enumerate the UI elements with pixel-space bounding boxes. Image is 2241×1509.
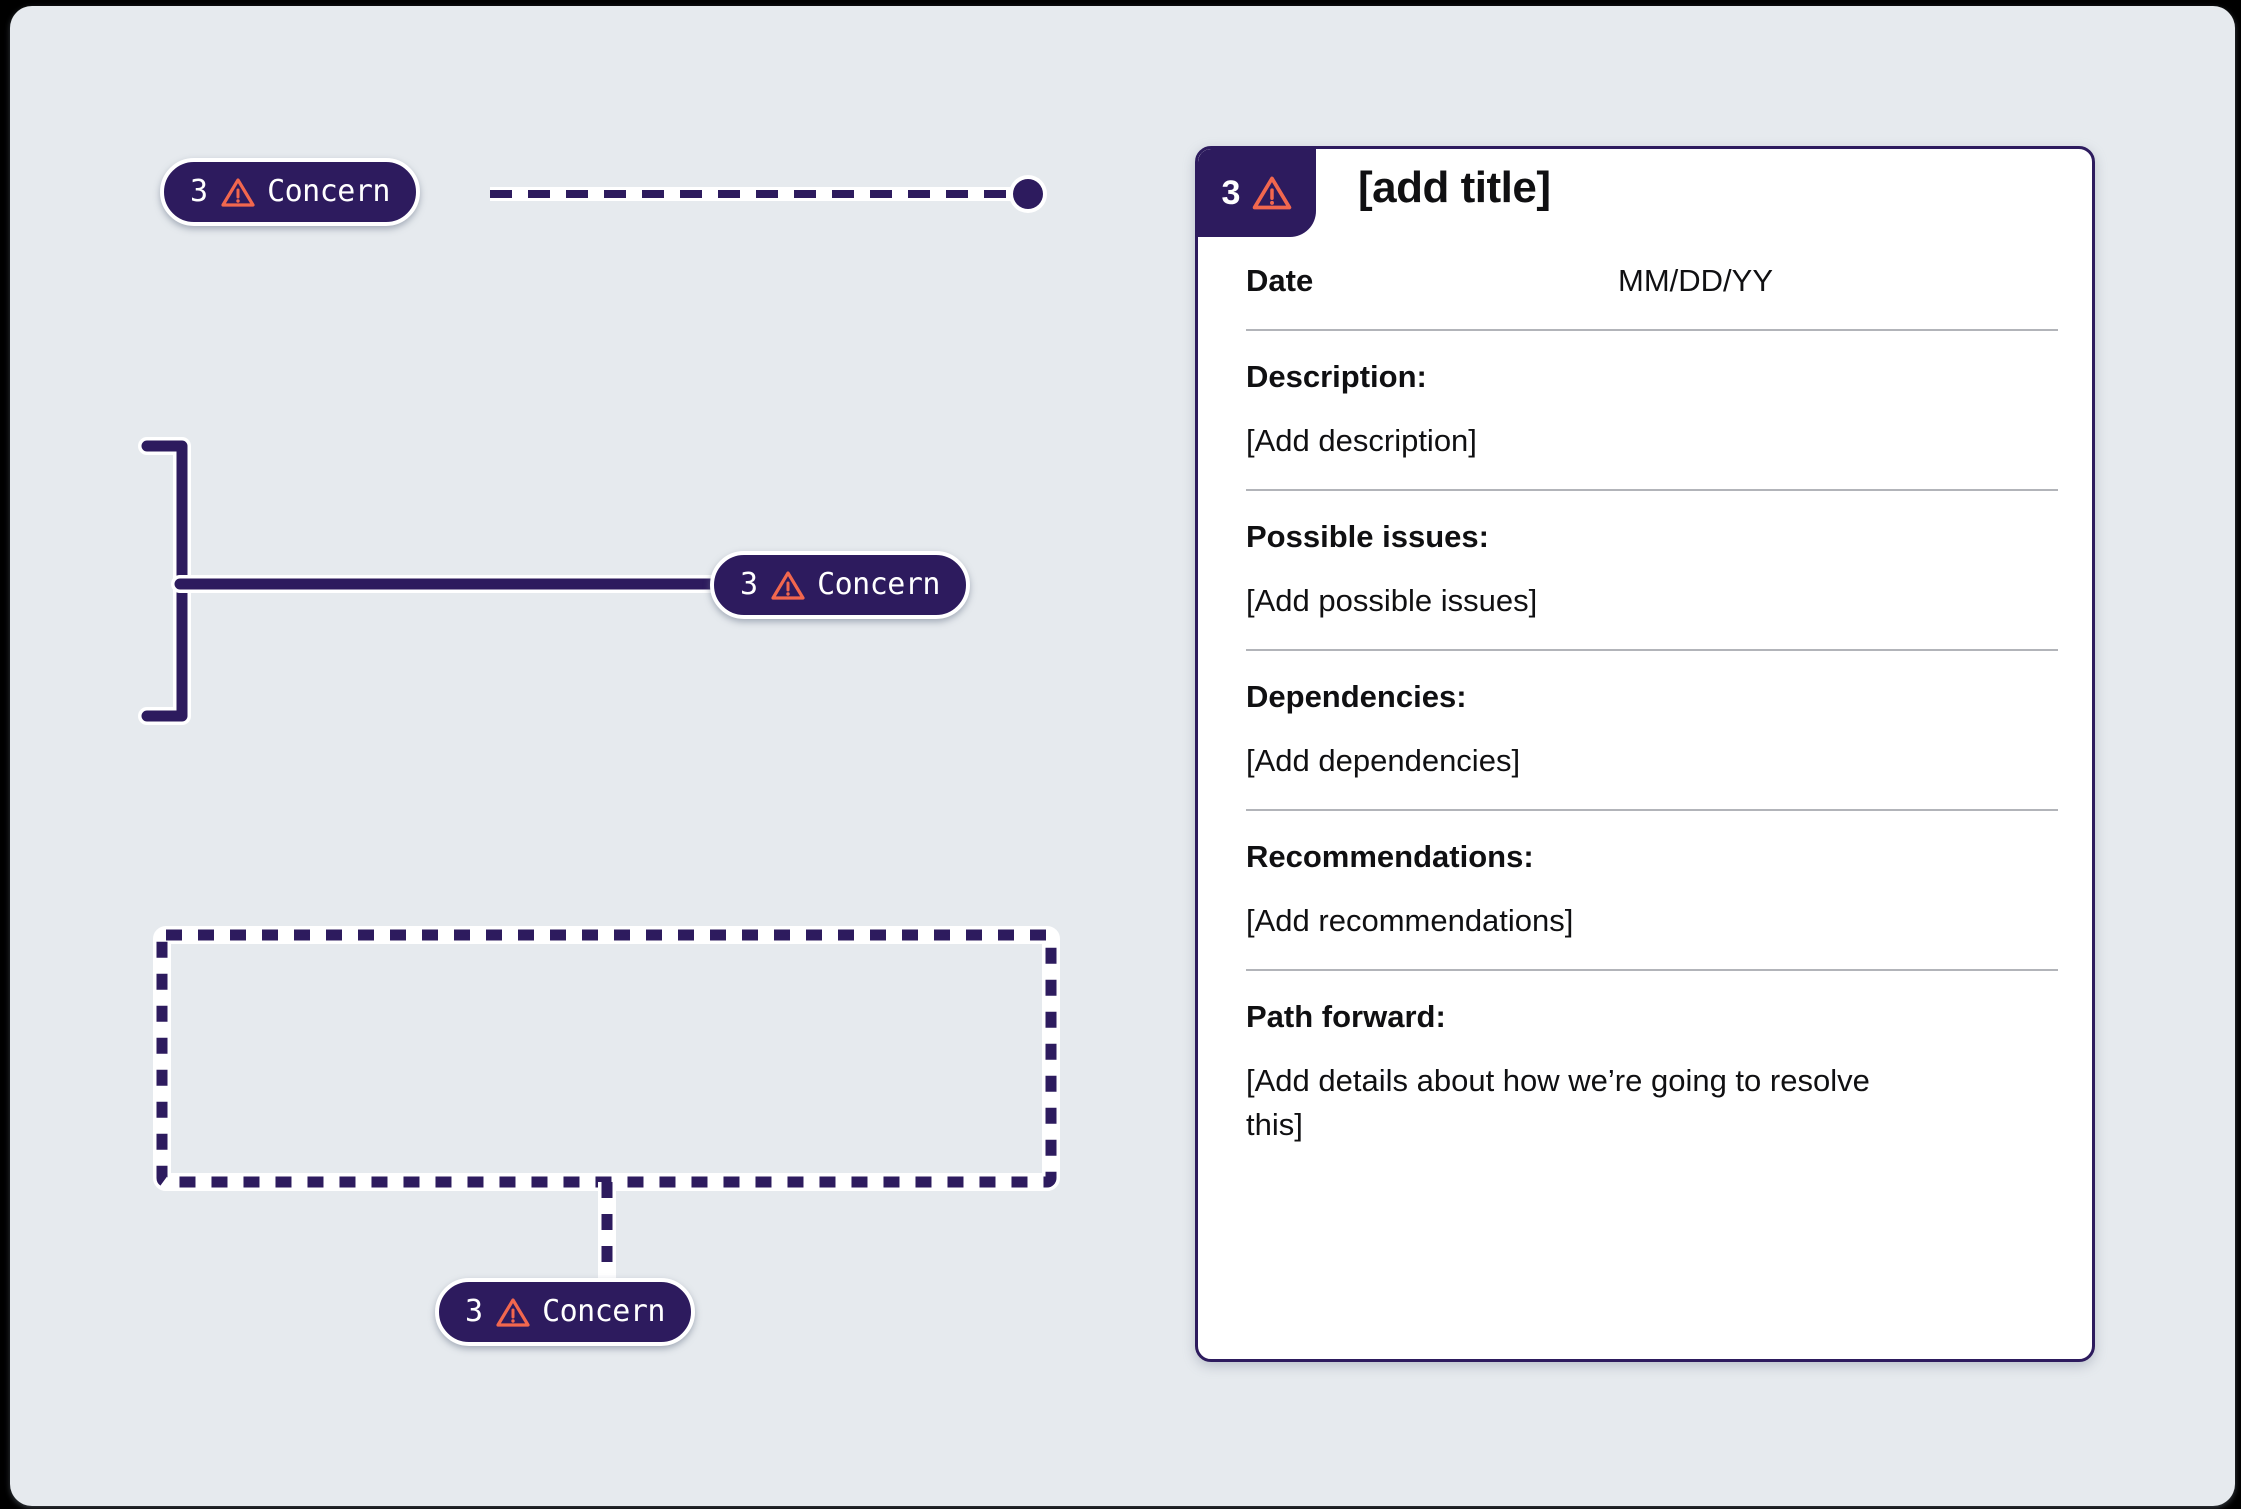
section-value[interactable]: [Add possible issues]: [1246, 583, 1538, 619]
section-value[interactable]: [Add recommendations]: [1246, 903, 1574, 939]
divider: [1246, 329, 2058, 331]
section-label: Description:: [1246, 359, 1427, 394]
section-value[interactable]: [Add dependencies]: [1246, 743, 1521, 779]
card-body: Date MM/DD/YY Description: [Add descript…: [1198, 241, 2092, 1187]
warning-triangle-icon: [771, 570, 805, 600]
card-header: 3 [add title]: [1198, 149, 2092, 241]
badge-label: Concern: [542, 1294, 665, 1329]
section-value[interactable]: [Add details about how we’re going to re…: [1246, 1063, 1870, 1143]
section-possible-issues: Possible issues: [Add possible issues]: [1246, 491, 2058, 649]
badge-count: 3: [740, 567, 759, 602]
node-badge-concern-bottom[interactable]: 3 Concern: [435, 1278, 695, 1346]
section-value[interactable]: [Add description]: [1246, 423, 1477, 458]
chip-count: 3: [1221, 174, 1241, 212]
date-label: Date: [1246, 263, 1314, 298]
card-header-chip[interactable]: 3: [1198, 149, 1316, 237]
concern-detail-card: 3 [add title] Date MM/DD/YY Description:…: [1195, 146, 2095, 1362]
warning-triangle-icon: [496, 1297, 530, 1327]
node-badge-concern-top[interactable]: 3 Concern: [160, 158, 420, 226]
divider: [1246, 649, 2058, 652]
divider: [1246, 489, 2058, 492]
date-value[interactable]: MM/DD/YY: [1618, 263, 1773, 298]
badge-count: 3: [190, 174, 209, 209]
card-title[interactable]: [add title]: [1358, 163, 1551, 212]
section-label: Recommendations:: [1246, 839, 1534, 875]
section-dependencies: Dependencies: [Add dependencies]: [1246, 651, 2058, 809]
dashed-line-to-endpoint: [490, 175, 1047, 213]
section-label: Path forward:: [1246, 999, 1446, 1035]
section-label: Possible issues:: [1246, 519, 1489, 555]
node-badge-concern-middle[interactable]: 3 Concern: [710, 551, 970, 619]
section-label: Dependencies:: [1246, 679, 1467, 715]
dashed-rect-to-badge: [153, 926, 1060, 1288]
date-row: Date MM/DD/YY: [1246, 241, 2058, 329]
section-description: Description: [Add description]: [1246, 331, 2058, 489]
bracket-to-solid-line: [138, 437, 725, 725]
badge-label: Concern: [817, 567, 940, 602]
section-path-forward: Path forward: [Add details about how we’…: [1246, 971, 2058, 1187]
diagram-canvas: 3 Concern 3 Concern 3 Concern 3: [10, 6, 2235, 1506]
badge-label: Concern: [267, 174, 390, 209]
warning-triangle-icon: [221, 177, 255, 207]
warning-triangle-icon: [1253, 176, 1292, 210]
divider: [1246, 969, 2058, 972]
divider: [1246, 809, 2058, 812]
section-recommendations: Recommendations: [Add recommendations]: [1246, 811, 2058, 969]
badge-count: 3: [465, 1294, 484, 1329]
